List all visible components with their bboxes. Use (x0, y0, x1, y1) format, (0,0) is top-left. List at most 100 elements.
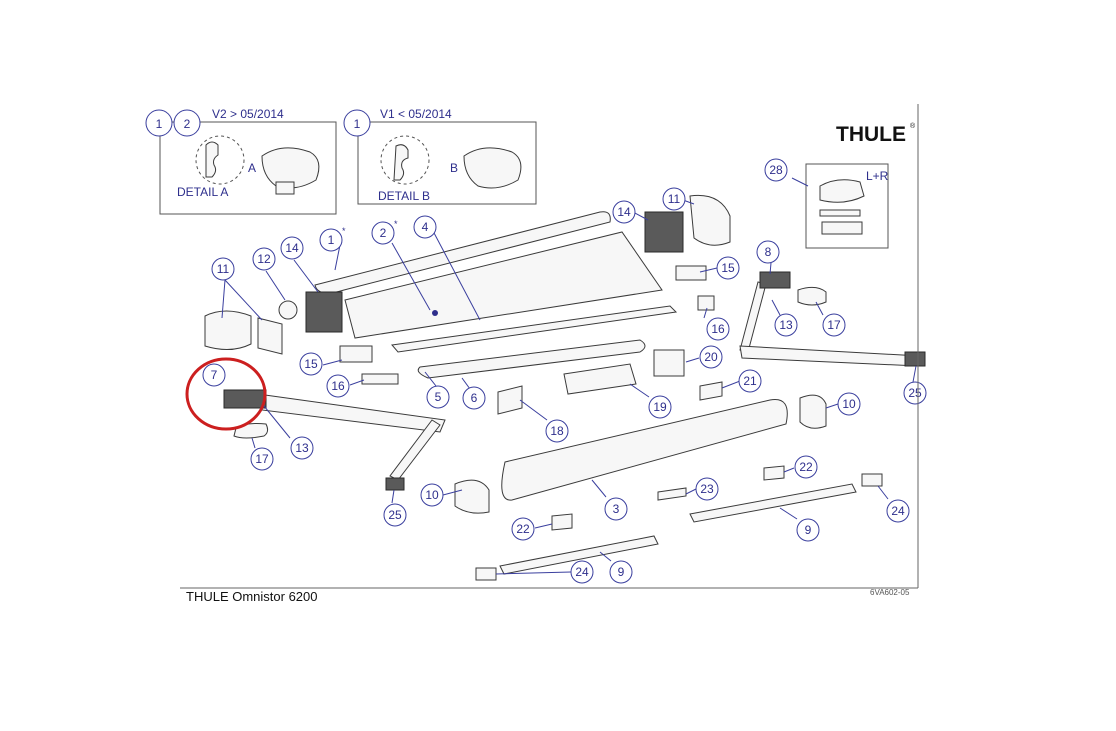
right-joint-8-part (759, 271, 791, 289)
callout-1: 1* (319, 226, 346, 252)
callout-circle (886, 499, 910, 523)
callout-12: 12 (252, 247, 276, 271)
callout-star-mark: * (394, 219, 398, 229)
detail-b-variant: V1 < 05/2014 (380, 107, 452, 121)
callout-circle (764, 158, 788, 182)
callout-circle (822, 313, 846, 337)
callout-6: 6 (462, 386, 486, 410)
callout-number: 5 (435, 390, 442, 404)
left-endcap-11b-part (257, 317, 283, 355)
callout-number: 25 (908, 386, 922, 400)
kit-box-frame (805, 163, 889, 249)
callout-circle (695, 477, 719, 501)
fabric-part (344, 231, 663, 339)
detail-a-block-part (275, 181, 295, 195)
callout-circle (211, 257, 235, 281)
callout-28: 28 (764, 158, 788, 182)
kit-box-strip-part (819, 209, 861, 217)
detail-a-profile (205, 141, 219, 178)
callout-number: 3 (613, 502, 620, 516)
callout-number: 2 (380, 226, 387, 240)
fabric-center-dot (432, 310, 438, 316)
callout-circle (794, 455, 818, 479)
callout-circle (604, 497, 628, 521)
detail-callout-2: 2 (173, 109, 201, 137)
callout-circle (280, 236, 304, 260)
callout-number: 14 (617, 205, 631, 219)
callout-circle (837, 392, 861, 416)
right-arm-upper (739, 345, 921, 367)
callout-number: 11 (668, 192, 681, 206)
callout-circle (462, 386, 486, 410)
callout-number: 23 (700, 482, 714, 496)
callout-circle (413, 215, 437, 239)
callout-circle (202, 363, 226, 387)
callout-13: 13 (774, 313, 798, 337)
callout-11: 11 (662, 187, 686, 211)
callout-number: 25 (388, 508, 402, 522)
callout-number: 18 (550, 424, 564, 438)
strip-part (391, 305, 678, 353)
callout-circle (290, 436, 314, 460)
callout-number: 22 (799, 460, 813, 474)
callout-23: 23 (695, 477, 719, 501)
callout-17: 17 (822, 313, 846, 337)
callout-3: 3 (604, 497, 628, 521)
detail-callout-1: 1 (343, 109, 371, 137)
cover-profile-part (314, 211, 611, 294)
detail-b-zoom-ring (380, 135, 430, 185)
detail-a-zoom-ring (195, 135, 245, 185)
callout-number: 7 (211, 368, 218, 382)
callout-number: 10 (425, 488, 439, 502)
left-arm-upper (261, 394, 446, 433)
arm-joint-7-part (223, 389, 267, 409)
callout-24: 24 (570, 560, 594, 584)
callout-10: 10 (420, 483, 444, 507)
detail-a-label: DETAIL A (177, 185, 228, 199)
callout-number: 14 (285, 241, 299, 255)
detail-b-label: DETAIL B (378, 189, 430, 203)
detail-callout-number: 2 (184, 117, 191, 131)
callout-number: 4 (422, 220, 429, 234)
rail-9b-part (499, 535, 659, 575)
callout-22: 22 (511, 517, 535, 541)
callout-2: 2* (371, 219, 398, 245)
detail-box-b-frame (357, 121, 537, 205)
detail-a-endcap-part (261, 147, 320, 189)
left-endcap-11a-part (204, 310, 252, 350)
rail-19-part (563, 363, 637, 395)
callout-15: 15 (716, 256, 740, 280)
callout-number: 10 (842, 397, 856, 411)
left-foot-25-part (385, 477, 405, 491)
callout-7: 7 (202, 363, 226, 387)
left-plug-16-part (361, 373, 399, 385)
kit-box-side-label: L+R (866, 169, 889, 183)
callout-number: 9 (618, 565, 625, 579)
detail-box-a: V2 > 05/2014 DETAIL A A (159, 107, 337, 215)
box-20-part (653, 349, 685, 377)
callout-22: 22 (794, 455, 818, 479)
callout-24: 24 (886, 499, 910, 523)
callout-circle (796, 518, 820, 542)
callout-number: 17 (255, 452, 269, 466)
detail-b-endcap-part (463, 147, 522, 189)
highlight-ring (185, 357, 267, 431)
kit-box-28: L+R (805, 163, 889, 249)
callout-11: 11 (211, 257, 235, 281)
right-cap-17-part (797, 286, 827, 306)
callout-20: 20 (699, 345, 723, 369)
rail-9a-part (689, 483, 857, 523)
callout-number: 8 (765, 245, 772, 259)
callout-number: 19 (653, 400, 667, 414)
callout-10: 10 (837, 392, 861, 416)
detail-callout-1: 1 (145, 109, 173, 137)
callout-circle (371, 221, 395, 245)
callout-circle (716, 256, 740, 280)
left-bracket-15-part (339, 345, 373, 363)
callout-19: 19 (648, 395, 672, 419)
parts-layer (204, 194, 926, 581)
callout-number: 1 (328, 233, 335, 247)
callout-15: 15 (299, 352, 323, 376)
